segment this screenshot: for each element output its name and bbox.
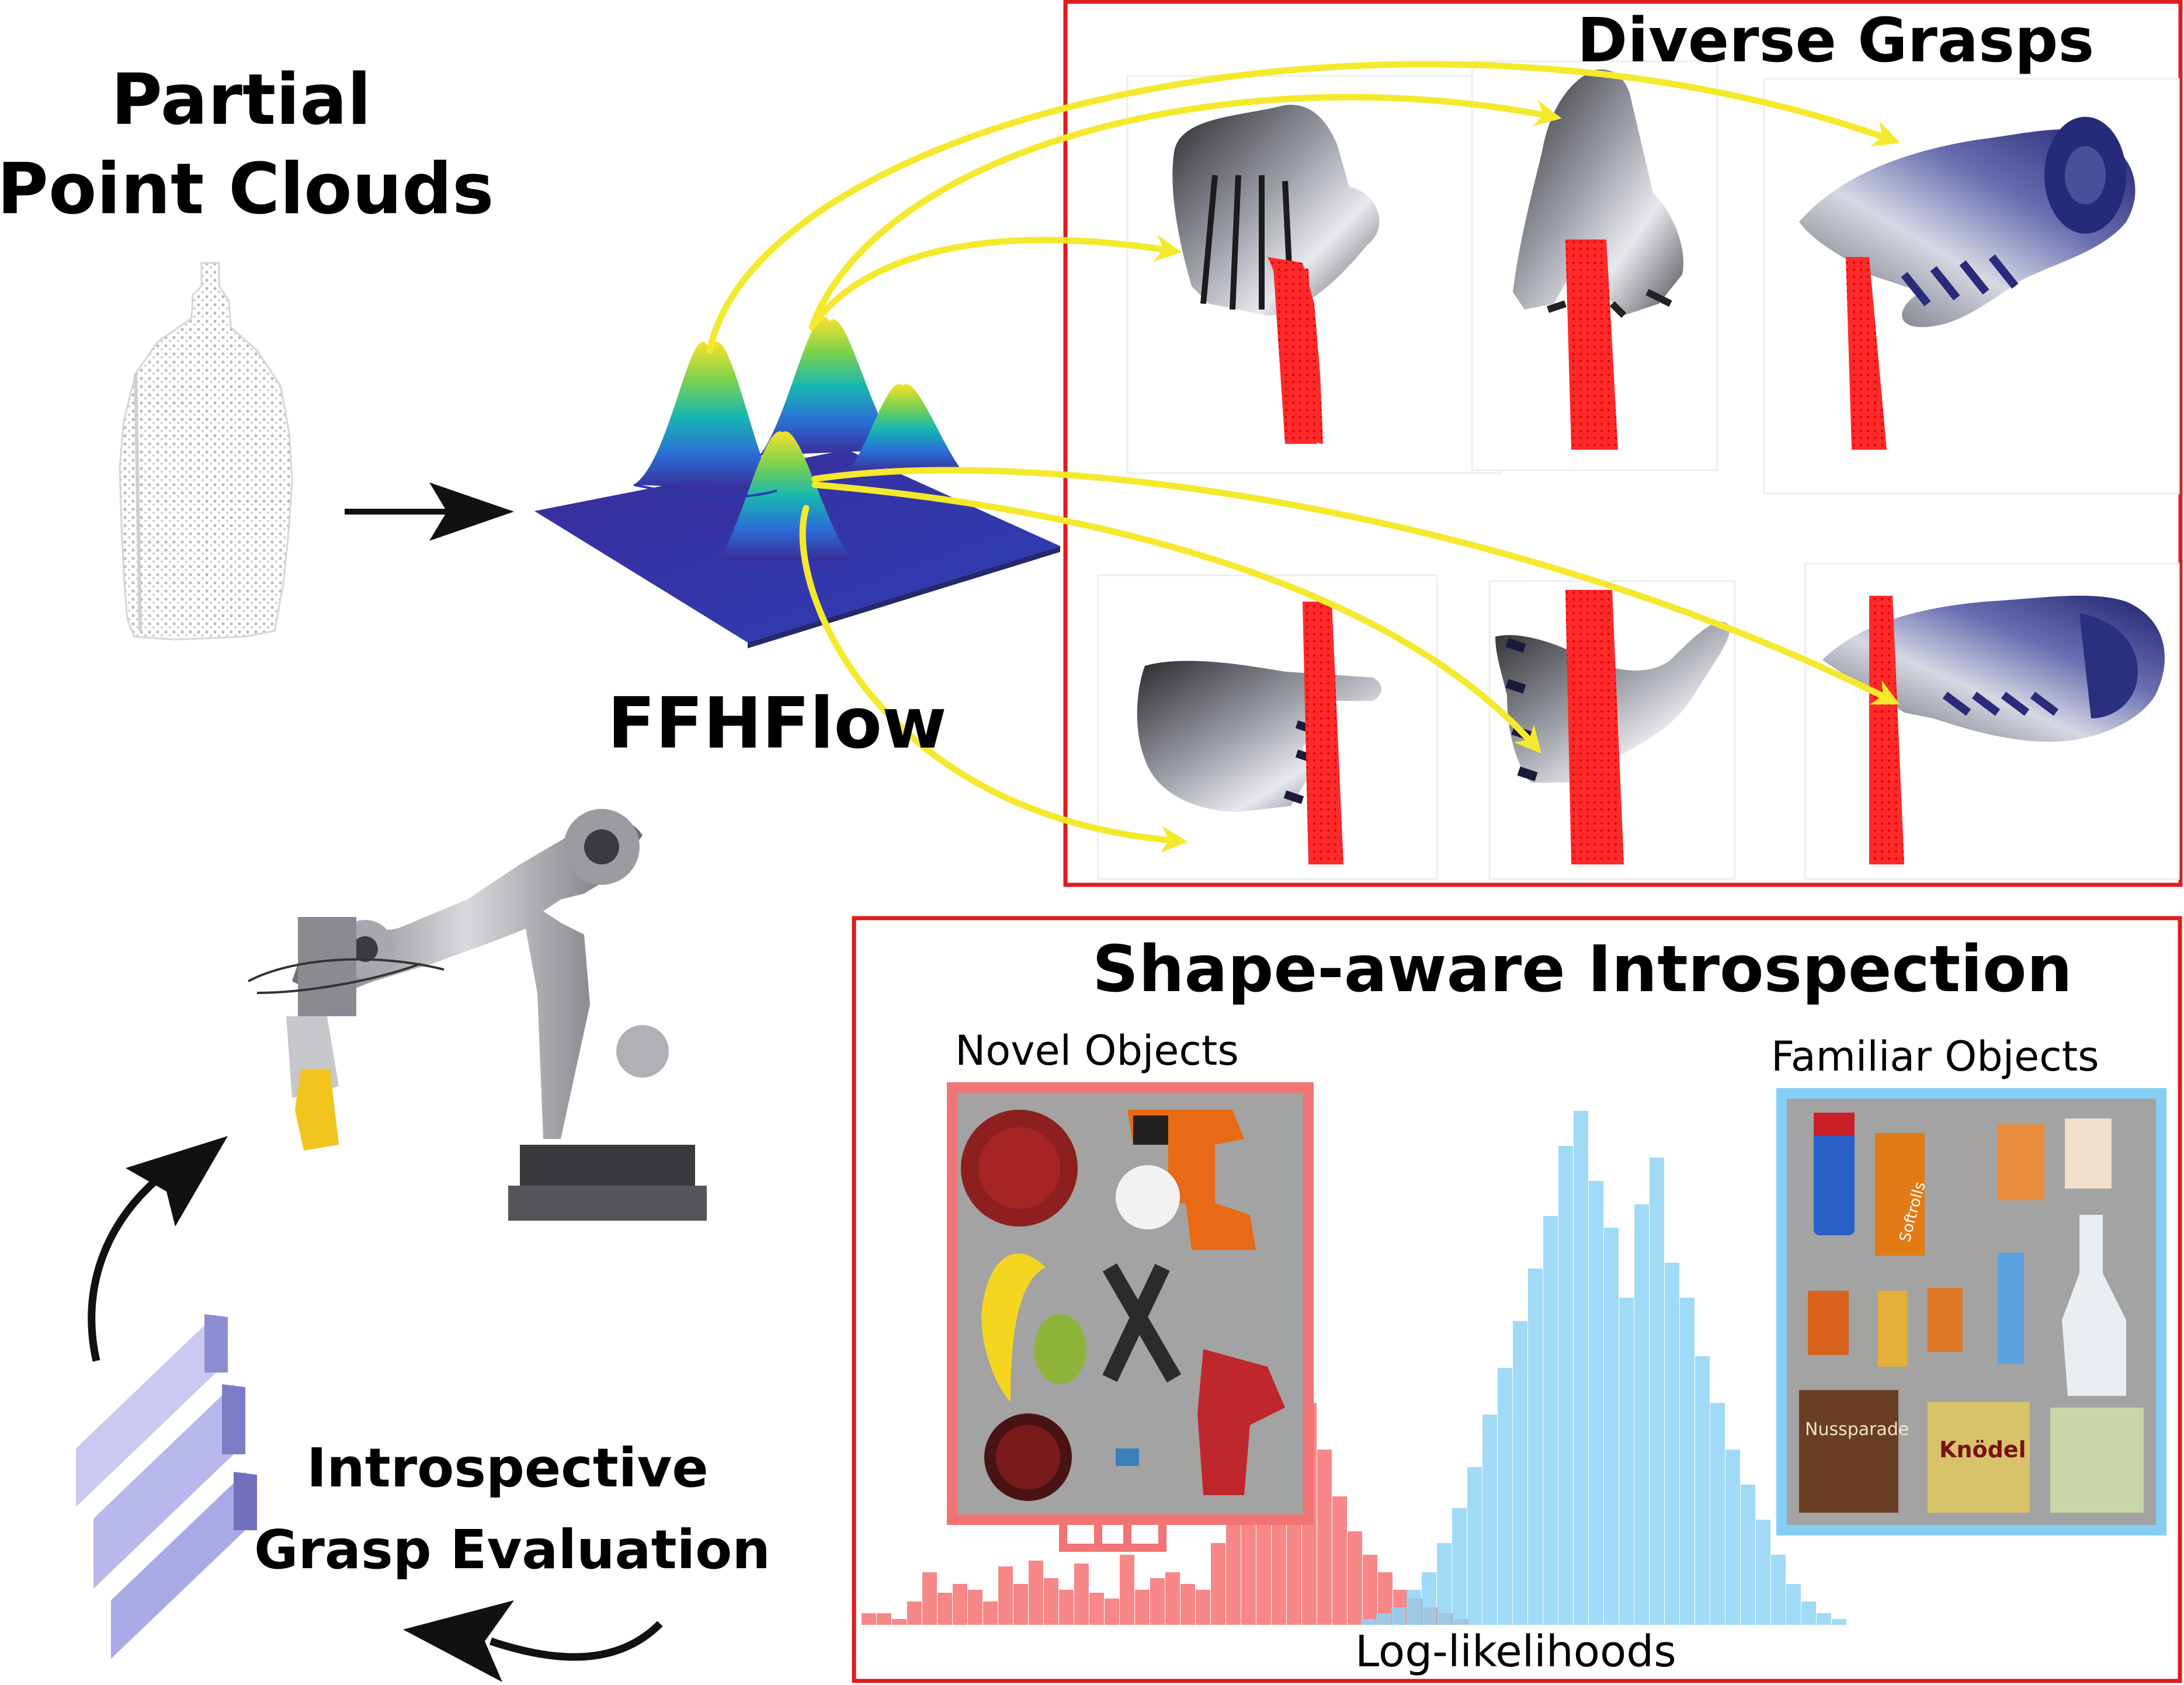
histogram-bar-familiar	[1498, 1368, 1512, 1625]
grasp-thumbnail-3	[1763, 78, 2180, 495]
histogram-bar-novel	[877, 1613, 891, 1625]
histogram-bar-novel	[1044, 1578, 1058, 1625]
histogram-bar-familiar	[1376, 1613, 1391, 1625]
black-right-arrow-icon	[345, 482, 514, 541]
histogram-bar-novel	[968, 1590, 982, 1625]
histogram-bar-familiar	[1832, 1619, 1846, 1625]
histogram-bar-novel	[892, 1619, 907, 1625]
histogram-bar-familiar	[1634, 1204, 1649, 1625]
product-label-knoedel: Knödel	[1939, 1437, 2026, 1462]
histogram-familiar	[1361, 1111, 1846, 1625]
histogram-bar-familiar	[1558, 1146, 1573, 1625]
histogram-bar-familiar	[1407, 1590, 1421, 1625]
novel-objects-label: Novel Objects	[955, 1027, 1239, 1075]
histogram-bar-familiar	[1725, 1450, 1740, 1625]
histogram-bar-familiar	[1574, 1111, 1588, 1625]
histogram-bar-familiar	[1452, 1508, 1467, 1625]
histogram-bar-novel	[922, 1572, 937, 1625]
grasp-thumbnail-6	[1804, 562, 2180, 880]
histogram-bar-familiar	[1361, 1619, 1376, 1625]
curved-up-arrow-icon	[88, 1136, 228, 1362]
histogram-bar-familiar	[1695, 1356, 1710, 1625]
histogram-bar-familiar	[1650, 1158, 1664, 1625]
histogram-bar-novel	[1089, 1593, 1104, 1625]
histogram-bar-novel	[1135, 1590, 1150, 1625]
histogram-bar-novel	[1105, 1599, 1119, 1625]
histogram-bar-novel	[907, 1601, 922, 1625]
histogram-bar-familiar	[1771, 1555, 1786, 1625]
histogram-bar-novel	[938, 1593, 952, 1625]
histogram-bar-novel	[1332, 1496, 1347, 1625]
curved-left-arrow-icon	[403, 1600, 663, 1682]
histogram-bar-familiar	[1619, 1298, 1634, 1625]
introspective-grasp-evaluation-line2: Grasp Evaluation	[254, 1519, 770, 1581]
histogram-bar-familiar	[1665, 1263, 1679, 1625]
novel-objects-image	[947, 1082, 1314, 1552]
histogram-bar-familiar	[1528, 1269, 1543, 1625]
histogram-bar-familiar	[1756, 1520, 1770, 1625]
histogram-bar-novel	[1363, 1555, 1377, 1625]
histogram-bar-familiar	[1482, 1415, 1497, 1625]
histogram-bar-familiar	[1422, 1572, 1436, 1625]
histogram-bar-familiar	[1437, 1543, 1452, 1625]
log-likelihoods-axis-label: Log-likelihoods	[1355, 1627, 1676, 1677]
diverse-grasps-frame	[1063, 0, 2183, 887]
histogram-bar-novel	[1196, 1590, 1210, 1625]
partial-point-clouds-title-line2: Point Clouds	[0, 149, 494, 230]
histogram-bar-familiar	[1589, 1181, 1603, 1625]
familiar-objects-image	[1776, 1088, 2166, 1535]
grasp-thumbnail-2	[1471, 60, 1718, 471]
histogram-bar-novel	[1180, 1584, 1195, 1625]
histogram-bar-familiar	[1801, 1601, 1816, 1625]
histogram-bar-familiar	[1467, 1467, 1482, 1625]
histogram-bar-novel	[1211, 1543, 1225, 1625]
histogram-bar-novel	[1120, 1555, 1134, 1625]
stacked-layers-icon	[76, 1314, 257, 1659]
histogram-bar-novel	[1348, 1531, 1362, 1625]
histogram-bar-familiar	[1604, 1228, 1619, 1625]
histogram-bar-novel	[1074, 1564, 1089, 1625]
ffhflow-label: FFHFlow	[607, 683, 947, 765]
familiar-objects-label: Familiar Objects	[1771, 1033, 2099, 1081]
histogram-bar-familiar	[1710, 1403, 1725, 1625]
partial-point-clouds-title-line1: Partial	[111, 60, 371, 141]
histogram-bar-novel	[983, 1601, 998, 1625]
histogram-bar-novel	[953, 1584, 967, 1625]
sample-arrows	[706, 61, 1901, 853]
histogram-bar-novel	[1013, 1584, 1028, 1625]
grasp-thumbnail-4	[1097, 574, 1438, 880]
introspection-frame	[852, 916, 2182, 1683]
histogram-bar-familiar	[1680, 1298, 1695, 1625]
robot-arm-with-hand-icon	[248, 809, 707, 1221]
grasp-thumbnail-5	[1488, 580, 1736, 880]
histogram-bar-novel	[1029, 1561, 1043, 1625]
histogram-bar-familiar	[1786, 1584, 1801, 1625]
histogram-bar-novel	[862, 1613, 876, 1625]
histogram-bar-familiar	[1741, 1485, 1755, 1625]
histogram-bar-familiar	[1391, 1607, 1406, 1625]
shape-aware-introspection-title: Shape-aware Introspection	[1092, 932, 2072, 1006]
introspective-grasp-evaluation-line1: Introspective	[307, 1437, 709, 1499]
histogram-bar-familiar	[1513, 1321, 1527, 1625]
product-label-nussparade: Nussparade	[1805, 1419, 1909, 1440]
multimodal-density-surface-icon	[534, 317, 1060, 648]
diverse-grasps-title: Diverse Grasps	[1577, 5, 2095, 76]
histogram-bar-familiar	[1817, 1613, 1831, 1625]
grasp-thumbnail-1	[1126, 75, 1502, 474]
histogram-bar-novel	[1165, 1572, 1180, 1625]
histogram-bar-novel	[1317, 1450, 1332, 1625]
histogram-bar-novel	[1150, 1578, 1165, 1625]
histogram-bar-novel	[1226, 1508, 1241, 1625]
histogram-bar-novel	[998, 1566, 1013, 1625]
histogram-bar-novel	[1059, 1590, 1074, 1625]
histogram-bar-familiar	[1543, 1216, 1558, 1625]
partial-point-cloud	[119, 262, 293, 641]
